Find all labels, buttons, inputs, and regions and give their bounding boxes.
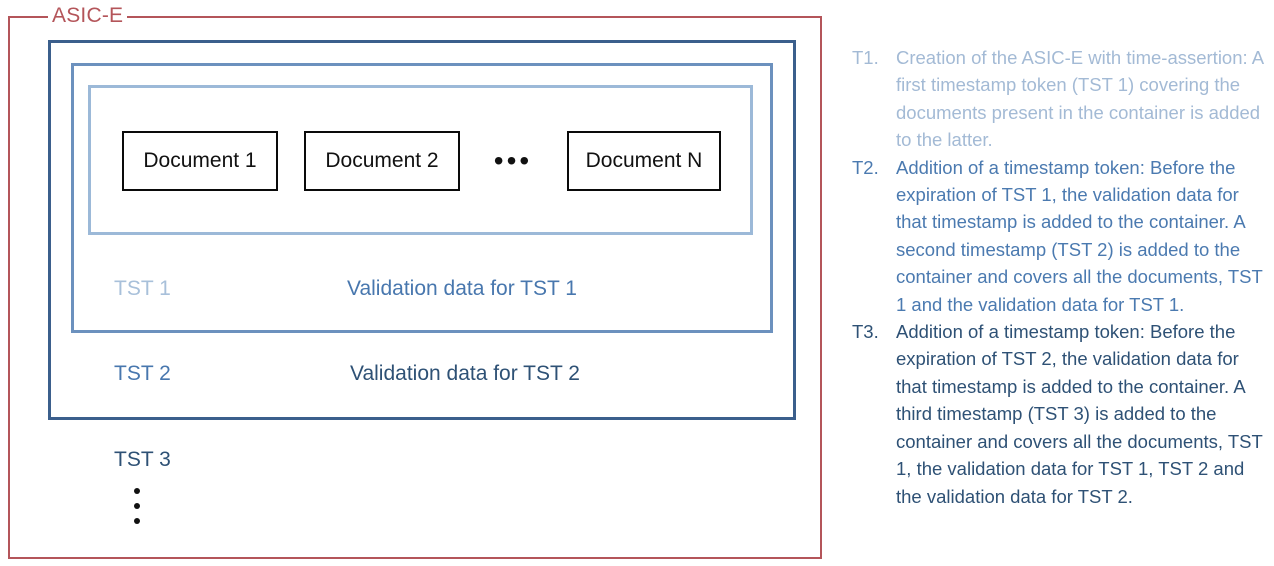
ellipsis-dot [134, 488, 140, 494]
ellipsis-dot [134, 503, 140, 509]
vertical-ellipsis-icon [129, 488, 145, 524]
asice-container-label: ASIC-E [48, 3, 128, 29]
step-number-t1: T1. [852, 47, 879, 68]
tst-2-validation-data-label: Validation data for TST 2 [350, 362, 580, 385]
documents-ellipsis-icon: ••• [493, 145, 533, 176]
asice-container-frame [8, 16, 822, 559]
document-box-n: Document N [567, 131, 721, 191]
step-item-t3: T3. Addition of a timestamp token: Befor… [852, 318, 1268, 510]
asice-label-border-gap [50, 26, 154, 32]
document-box-1: Document 1 [122, 131, 278, 191]
tst2-scope-box [71, 63, 773, 333]
tst3-scope-box [48, 40, 796, 420]
tst-1-validation-data-label: Validation data for TST 1 [347, 277, 577, 300]
step-text-t2: Addition of a timestamp token: Before th… [896, 156, 1263, 315]
tst-3-token-label: TST 3 [114, 448, 171, 471]
timestamp-steps-list: T1. Creation of the ASIC-E with time-ass… [852, 44, 1268, 510]
step-text-t3: Addition of a timestamp token: Before th… [896, 321, 1263, 507]
document-box-2: Document 2 [304, 131, 460, 191]
tst-2-token-label: TST 2 [114, 362, 171, 385]
tst-1-token-label: TST 1 [114, 277, 171, 300]
step-item-t1: T1. Creation of the ASIC-E with time-ass… [852, 44, 1268, 154]
step-number-t2: T2. [852, 156, 879, 178]
step-number-t3: T3. [852, 321, 879, 343]
ellipsis-dot [134, 518, 140, 524]
step-text-t1: Creation of the ASIC-E with time-asserti… [896, 47, 1264, 151]
tst1-scope-box [88, 85, 753, 235]
step-item-t2: T2. Addition of a timestamp token: Befor… [852, 154, 1268, 318]
